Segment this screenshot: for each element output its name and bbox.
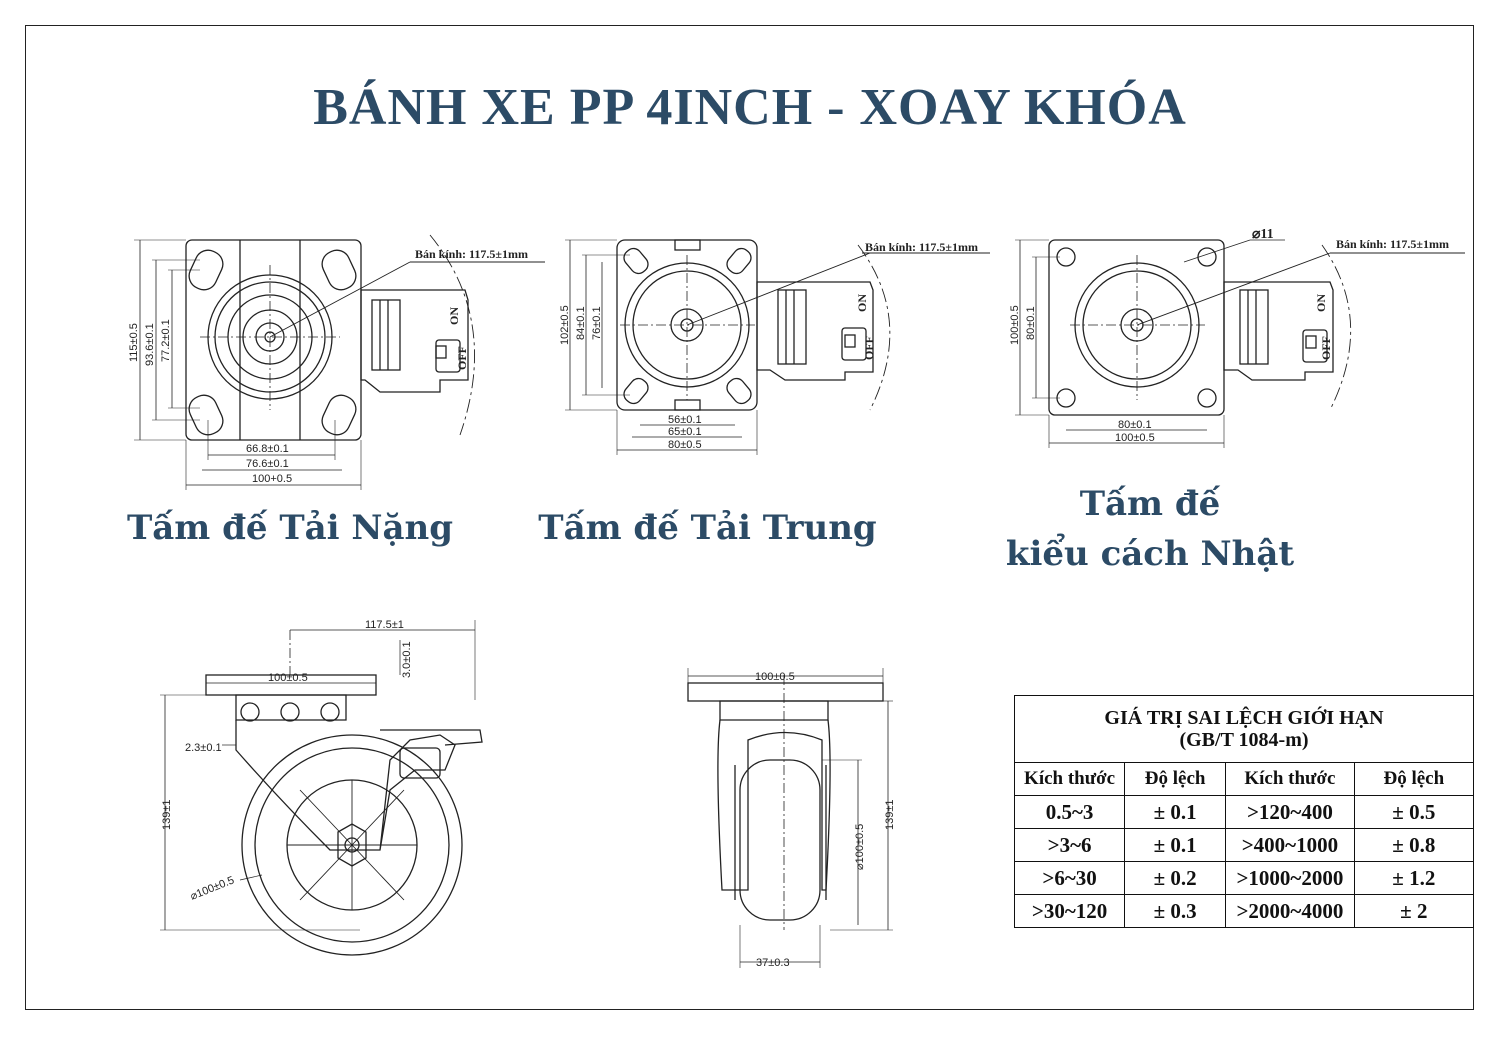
tolerance-title-line1: GIÁ TRỊ SAI LỆCH GIỚI HẠN [1104,707,1384,729]
side-dim-wheel: ⌀100±0.5 [189,874,236,902]
table-cell: >2000~4000 [1225,894,1355,928]
table-cell: >120~400 [1225,795,1355,829]
header-dev-2: Độ lệch [1353,762,1475,796]
drawing-frame [25,25,1474,1010]
table-cell: >30~120 [1013,894,1126,928]
medium-radius-label: Bán kính: 117.5±1mm [865,240,978,254]
table-cell: >6~30 [1013,861,1126,895]
medium-dim-hole-h1: 56±0.1 [668,414,702,426]
table-cell: ± 0.3 [1124,894,1227,928]
table-row: >3~6 ± 0.1 >400~1000 ± 0.8 [1013,828,1475,862]
side-dim-height: 139±1 [161,799,173,830]
caption-heavy: Tấm đế Tải Nặng [126,508,454,548]
front-dim-width: 37±0.3 [756,957,790,969]
tolerance-header-row: Kích thước Độ lệch Kích thước Độ lệch [1013,762,1475,796]
table-cell: ± 0.1 [1124,795,1227,829]
japan-hole-label: ⌀11 [1252,227,1274,242]
header-size-1: Kích thước [1013,762,1126,796]
medium-plate-view [565,239,990,455]
side-dim-radius: 117.5±1 [365,619,404,631]
japan-radius-label: Bán kính: 117.5±1mm [1336,237,1449,251]
heavy-on-label: ON [447,307,461,325]
japan-plate-view [1015,239,1465,448]
medium-dim-hole-v1: 84±0.1 [575,306,587,340]
japan-on-label: ON [1314,294,1328,312]
medium-dim-width: 80±0.5 [668,439,702,451]
heavy-dim-height: 115±0.5 [128,323,140,362]
table-cell: >3~6 [1013,828,1126,862]
caption-japan-line2: kiểu cách Nhật [1005,534,1295,574]
japan-off-label: OFF [1319,336,1333,360]
front-dim-plate: 100±0.5 [755,671,795,683]
heavy-plate-view [134,234,545,490]
side-dim-offset: 2.3±0.1 [185,742,222,754]
table-row: >6~30 ± 0.2 >1000~2000 ± 1.2 [1013,861,1475,895]
side-dim-plate: 100±0.5 [268,672,308,684]
japan-dim-height: 100±0.5 [1009,305,1021,345]
table-cell: ± 0.5 [1353,795,1475,829]
table-cell: ± 0.8 [1353,828,1475,862]
header-size-2: Kích thước [1225,762,1355,796]
medium-off-label: OFF [862,336,876,360]
side-dim-thickness: 3.0±0.1 [401,641,413,678]
medium-on-label: ON [855,294,869,312]
drawing-title: BÁNH XE PP 4INCH - XOAY KHÓA [313,79,1187,136]
heavy-radius-label: Bán kính: 117.5±1mm [415,247,528,261]
header-dev-1: Độ lệch [1124,762,1227,796]
caption-medium: Tấm đế Tải Trung [538,508,877,548]
heavy-dim-hole-h2: 76.6±0.1 [246,458,289,470]
heavy-dim-hole-h1: 66.8±0.1 [246,443,289,455]
japan-dim-width: 100±0.5 [1115,432,1155,444]
japan-dim-hole-v: 80±0.1 [1025,306,1037,340]
medium-dim-hole-h2: 65±0.1 [668,426,702,438]
heavy-dim-width: 100+0.5 [252,473,292,485]
table-cell: ± 0.2 [1124,861,1227,895]
table-cell: >400~1000 [1225,828,1355,862]
heavy-dim-hole-v2: 77.2±0.1 [160,319,172,362]
caption-japan-line1: Tấm đế [1079,484,1221,524]
medium-dim-height: 102±0.5 [559,305,571,345]
heavy-off-label: OFF [455,346,469,370]
table-row: >30~120 ± 0.3 >2000~4000 ± 2 [1013,894,1475,928]
front-view [687,668,893,968]
table-cell: 0.5~3 [1013,795,1126,829]
table-cell: ± 0.1 [1124,828,1227,862]
heavy-dim-hole-v1: 93.6±0.1 [144,323,156,366]
front-dim-wheel: ⌀100±0.5 [854,824,866,870]
medium-dim-hole-v2: 76±0.1 [591,306,603,340]
table-cell: ± 2 [1353,894,1475,928]
table-cell: >1000~2000 [1225,861,1355,895]
table-row: 0.5~3 ± 0.1 >120~400 ± 0.5 [1013,795,1475,829]
front-dim-height: 139±1 [884,799,896,830]
table-cell: ± 1.2 [1353,861,1475,895]
tolerance-title-line2: (GB/T 1084-m) [1179,729,1309,751]
japan-dim-hole-h: 80±0.1 [1118,419,1152,431]
side-view [160,620,483,956]
tolerance-table-title: GIÁ TRỊ SAI LỆCH GIỚI HẠN (GB/T 1084-m) [1014,695,1474,763]
tolerance-table: GIÁ TRỊ SAI LỆCH GIỚI HẠN (GB/T 1084-m) … [1013,695,1475,928]
